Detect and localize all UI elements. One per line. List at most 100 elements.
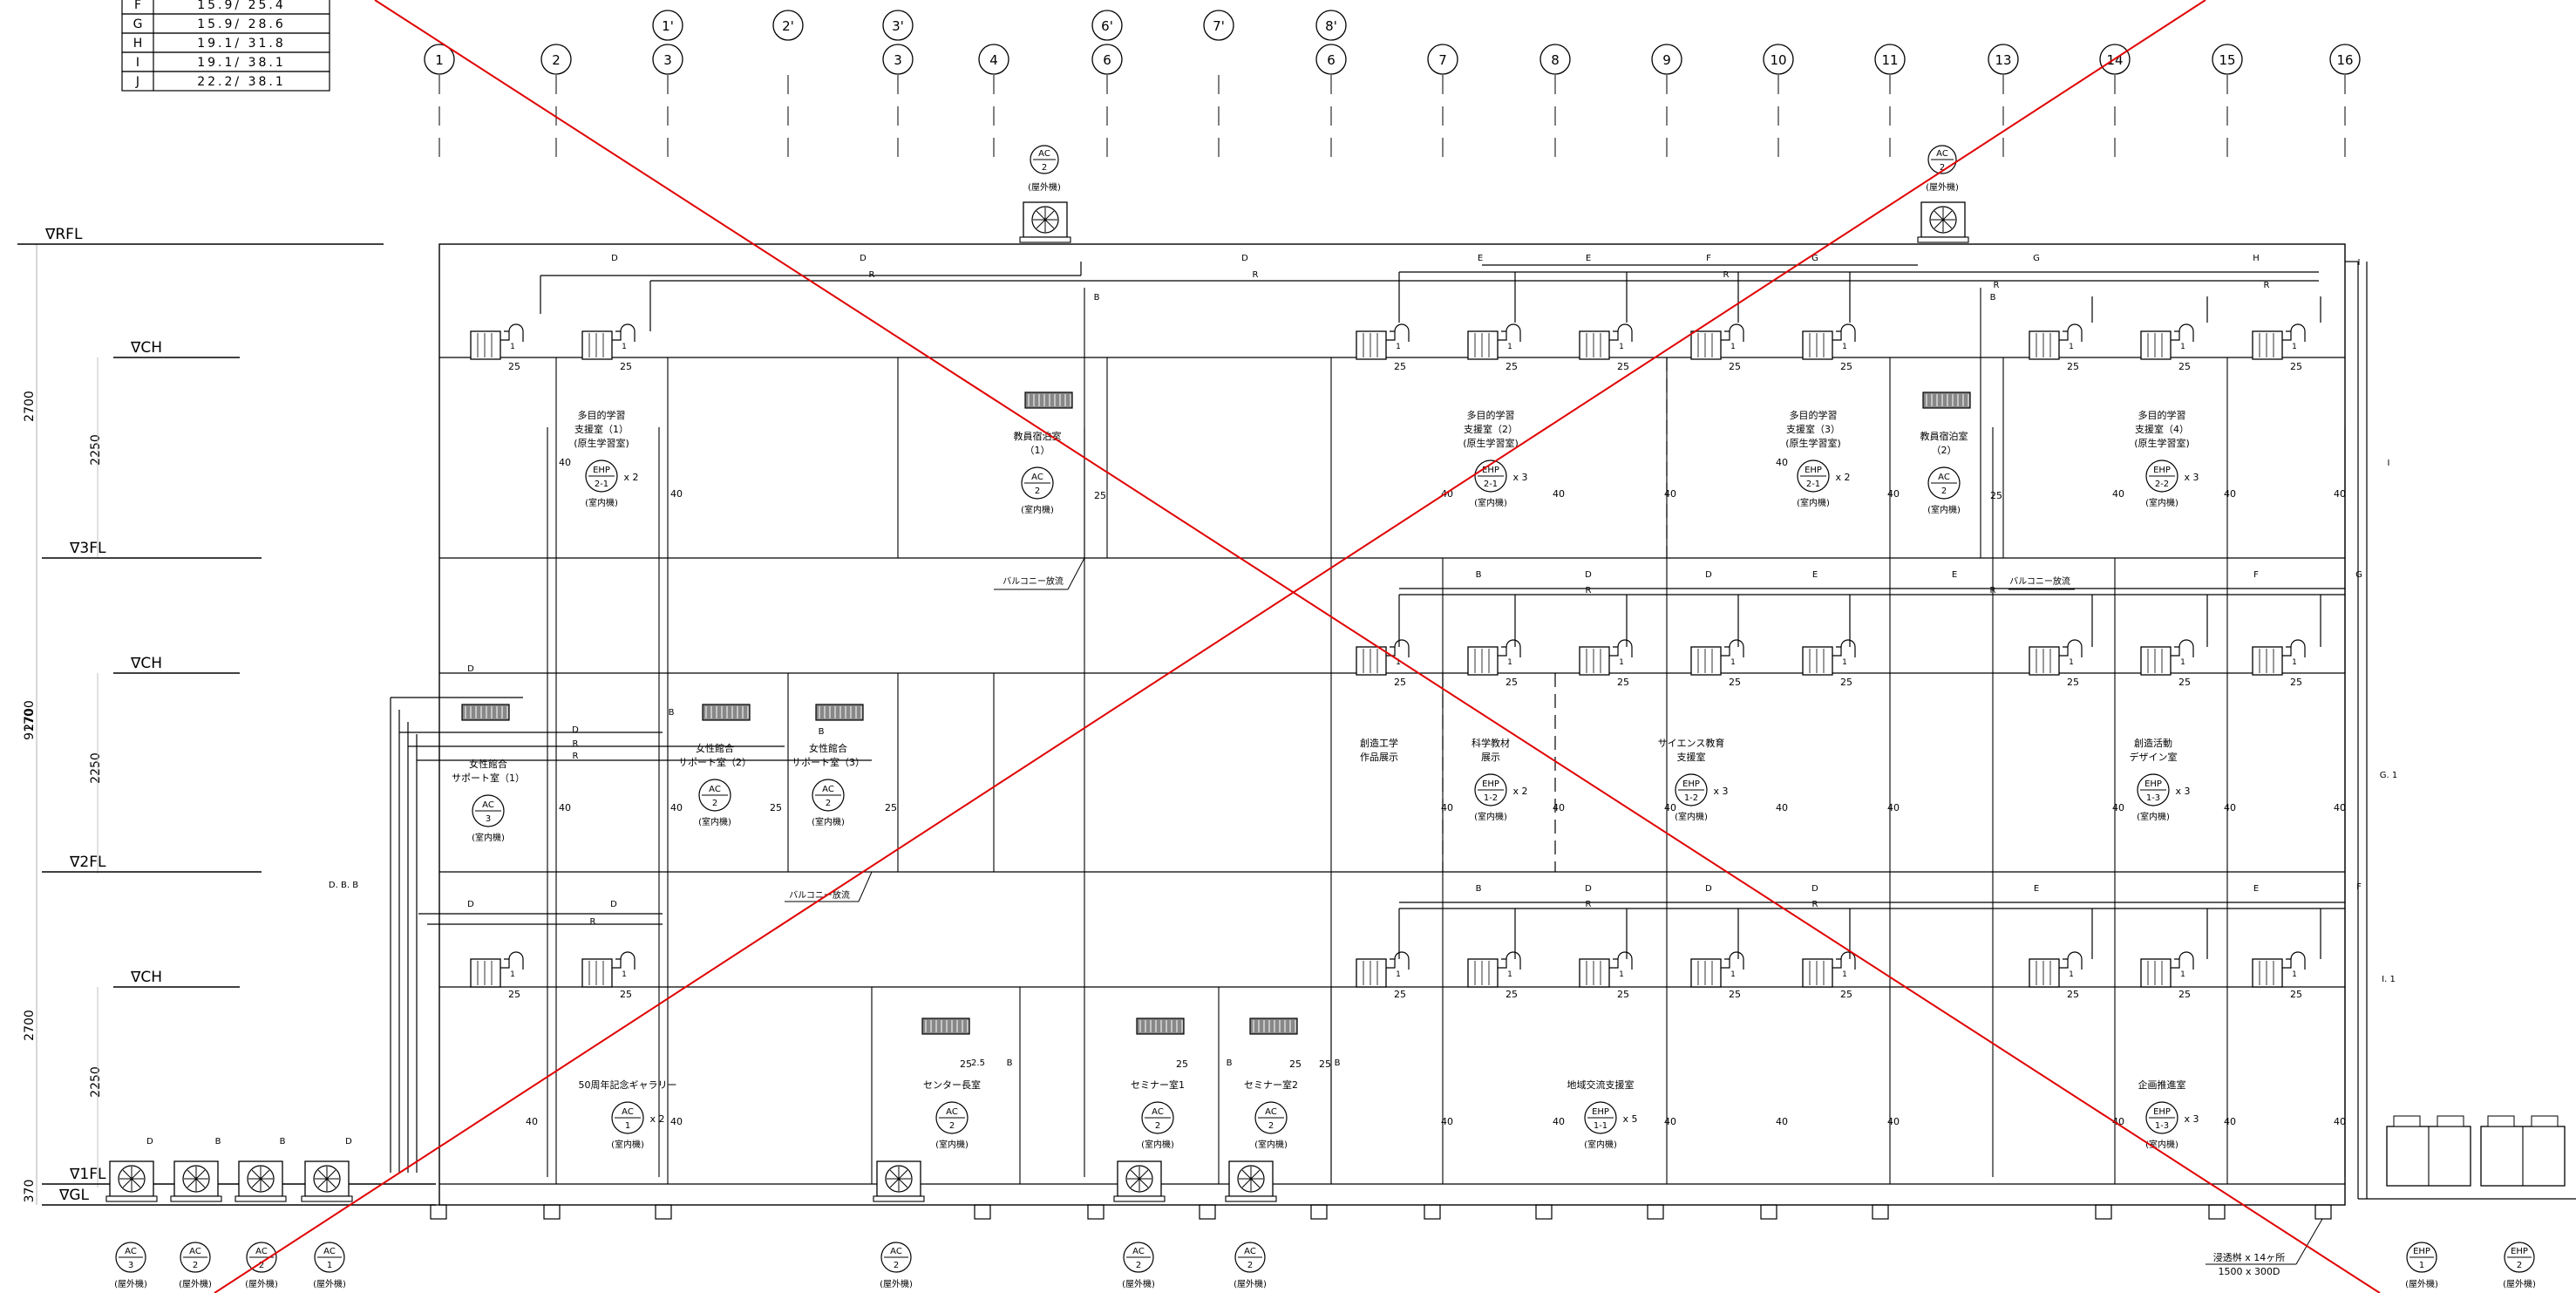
outdoor-caption: (屋外機)	[2405, 1278, 2438, 1290]
axis-label: 6'	[1101, 18, 1113, 34]
unit-index: 1	[2180, 658, 2185, 667]
axis-label: 7'	[1213, 18, 1225, 34]
unit-index: 1	[1730, 343, 1736, 351]
level-markers: ∇RFL∇CH∇3FL∇CH∇2FL∇CH∇1FL∇GL	[17, 226, 436, 1206]
indoor-unit	[1802, 330, 1833, 360]
equip-number: 2-1	[1806, 480, 1820, 489]
room-name: 支援室（3）	[1786, 423, 1840, 435]
outdoor-caption: (屋外機)	[880, 1278, 913, 1290]
unit-index: 1	[1842, 343, 1847, 351]
duct-size: 40	[2334, 802, 2346, 813]
axis-label: 1	[435, 52, 444, 68]
equip-number: 2-1	[595, 480, 608, 489]
pipe-code: R	[869, 270, 875, 280]
unit-pipe	[1832, 958, 1842, 969]
pipe-code: E	[1812, 570, 1818, 580]
indoor-unit	[1579, 958, 1610, 988]
equip-type: EHP	[1482, 779, 1499, 789]
outdoor-caption: (屋外機)	[1234, 1278, 1267, 1290]
pipe-code: R	[1586, 586, 1592, 595]
outdoor-caption: (屋外機)	[1122, 1278, 1155, 1290]
equip-number: 1	[2419, 1261, 2424, 1270]
trench-leader	[2295, 1218, 2323, 1265]
equip-number: 1-2	[1484, 793, 1498, 803]
room-name: 企画推進室	[2138, 1079, 2186, 1091]
building-frame	[430, 243, 2576, 1220]
building-outline	[438, 243, 2346, 1206]
unit-base	[1113, 1195, 1166, 1202]
equip-number: 1-3	[2146, 793, 2160, 803]
unit-pipe	[1498, 330, 1507, 341]
axis-bubble	[1091, 10, 1123, 41]
footing	[655, 1204, 672, 1220]
duct-size: 25	[1617, 989, 1629, 1000]
pipe-code: D	[1585, 570, 1592, 580]
room-name: サポート室（3）	[792, 756, 865, 768]
dim-text: 2700	[23, 391, 37, 422]
equip-type: EHP	[2153, 466, 2171, 475]
unit-pipe	[1840, 951, 1856, 970]
footing	[2208, 1204, 2226, 1220]
room-name: 多目的学習	[1790, 409, 1838, 421]
fan-icon	[885, 1165, 913, 1193]
indoor-unit	[2029, 330, 2060, 360]
unit-index: 1	[1730, 658, 1736, 667]
indoor-unit-caption: (室内機)	[2145, 497, 2178, 508]
duct-size: 40	[670, 488, 683, 500]
duct-size: 25	[508, 361, 520, 372]
equip-number: 1-2	[1684, 793, 1698, 803]
indoor-unit	[2140, 646, 2172, 676]
equip-number: 2	[1035, 487, 1040, 496]
axis-label: 11	[1881, 52, 1898, 68]
dim-text: 2250	[89, 752, 103, 784]
indoor-unit	[1802, 958, 1833, 988]
duct-size: 40	[1664, 802, 1676, 813]
misc-annotations: バルコニー放流バルコニー放流バルコニー放流浸透桝 x 14ヶ所1500 x 30…	[785, 557, 2323, 1277]
fan-blade	[251, 1169, 270, 1188]
duct-size: 40	[1887, 802, 1900, 813]
pipe-code: B	[215, 1137, 221, 1147]
unit-pipe	[1729, 323, 1744, 342]
unit-top	[2437, 1115, 2464, 1127]
dim-text: 2250	[89, 1066, 103, 1098]
pipe-code: D	[467, 664, 474, 674]
unit-pipe	[2178, 323, 2194, 342]
axis-bubble	[1427, 44, 1458, 75]
cancel-line	[214, 0, 2206, 1293]
pipe-code: B	[669, 708, 675, 718]
indoor-unit	[1356, 646, 1387, 676]
duct-size: 25	[2290, 677, 2302, 688]
unit-pipe	[1729, 639, 1744, 657]
indoor-unit-caption: (室内機)	[1474, 811, 1507, 822]
room-name: (原生学習室)	[1785, 437, 1841, 449]
duct-size: 25	[1990, 490, 2002, 501]
trench-note: 浸透桝 x 14ヶ所	[2213, 1251, 2286, 1263]
unit-pipe	[1729, 951, 1744, 970]
unit-pipe	[2171, 330, 2180, 341]
trench-note: 1500 x 300D	[2219, 1266, 2280, 1277]
fan-icon	[1237, 1165, 1265, 1193]
pipe-code: D	[860, 254, 867, 263]
indoor-unit	[1579, 646, 1610, 676]
duct-size: 40	[1441, 1116, 1453, 1127]
unit-pipe	[1609, 646, 1619, 657]
fan-blade	[1130, 1169, 1149, 1188]
dim-text: 2250	[89, 434, 103, 466]
equip-type: AC	[323, 1247, 336, 1256]
indoor-unit	[2252, 646, 2283, 676]
unit-count: x 3	[2184, 1113, 2199, 1125]
unit-index: 1	[1842, 970, 1847, 979]
equip-type: AC	[1132, 1247, 1145, 1256]
room-name: サイエンス教育	[1658, 737, 1725, 749]
axis-label: 6	[1327, 52, 1336, 68]
pipe-code: D	[345, 1137, 352, 1147]
unit-pipe	[1386, 958, 1396, 969]
duct-size: 25	[1840, 361, 1852, 372]
unit-top	[2531, 1115, 2559, 1127]
room-name: (原生学習室)	[1463, 437, 1519, 449]
unit-index: 1	[2292, 970, 2297, 979]
axis-bubble	[2212, 44, 2243, 75]
